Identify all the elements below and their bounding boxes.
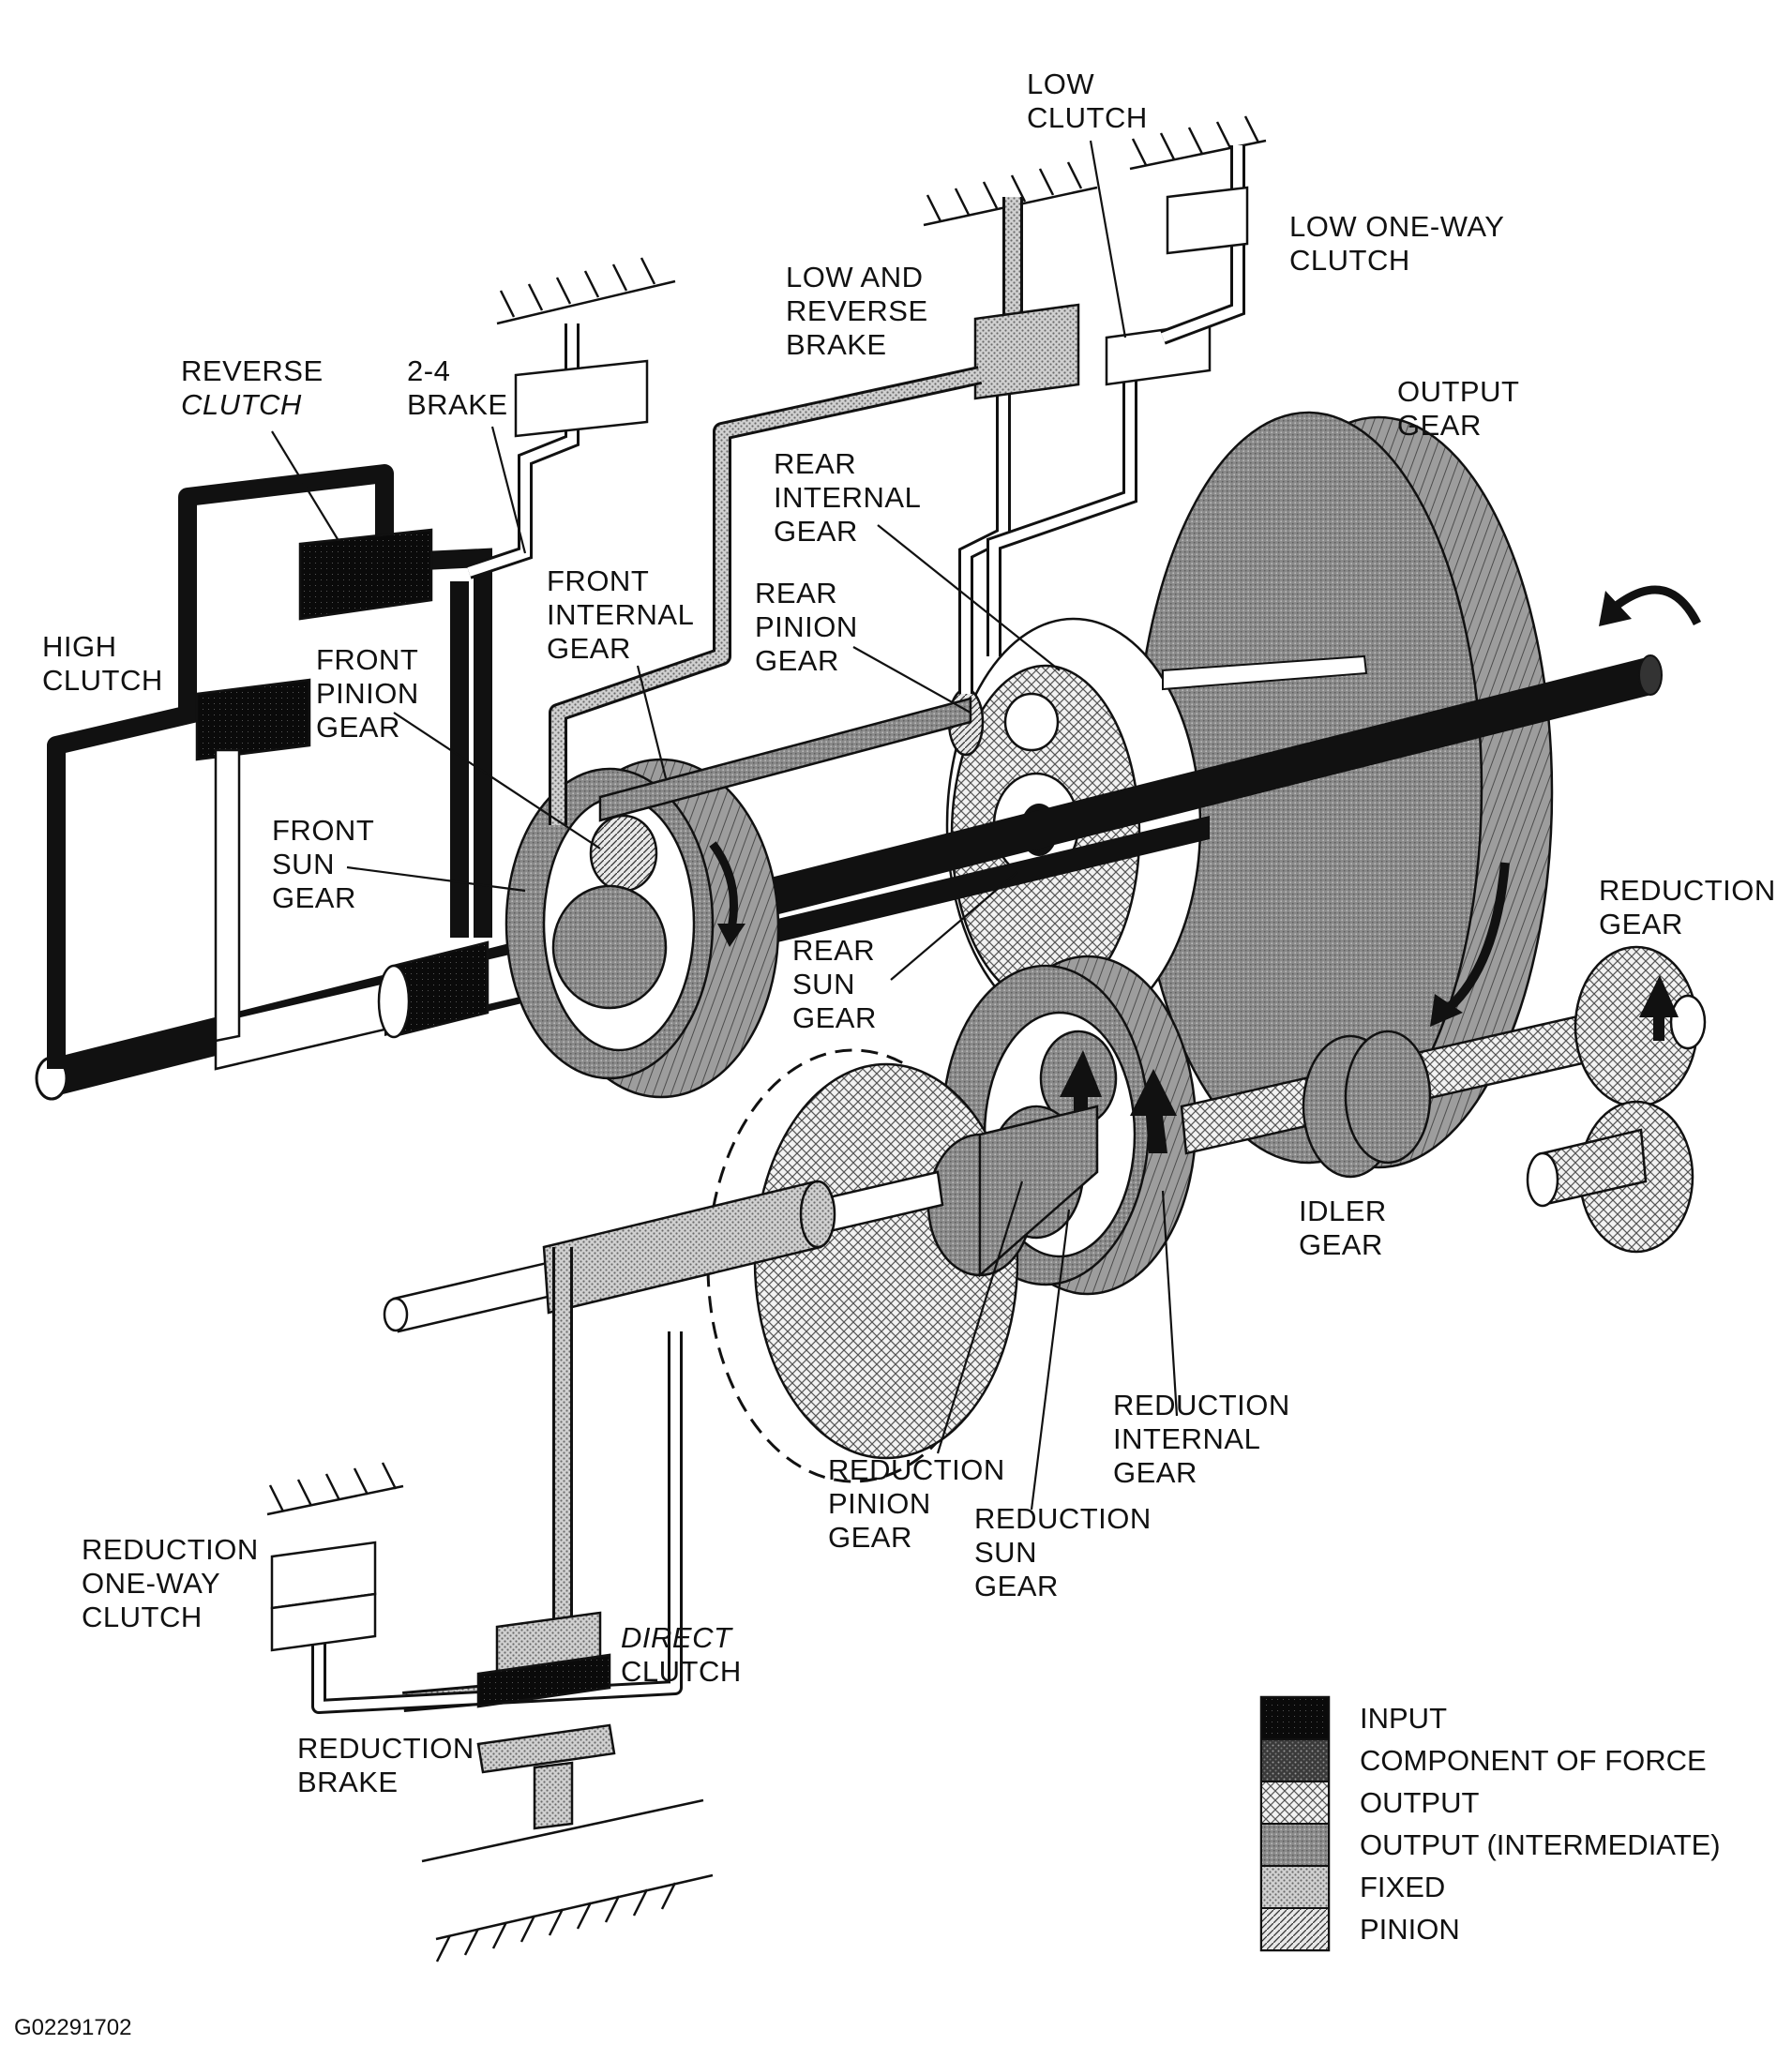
legend-label-output: OUTPUT [1360,1786,1480,1819]
legend-swatch-output [1260,1781,1330,1825]
legend-swatch-component-of-force [1260,1738,1330,1782]
lower-clutch-linkages [270,1247,683,1830]
lower-shafts [383,1170,944,1333]
label-rear-pinion-gear: REAR PINION GEAR [755,577,866,677]
legend-label-pinion: PINION [1360,1913,1460,1946]
legend: INPUT COMPONENT OF FORCE OUTPUT OUTPUT (… [1259,1695,1721,1952]
label-reduction-sun-gear: REDUCTION SUN GEAR [974,1502,1160,1602]
reduction-and-idler-gears [1180,945,1707,1254]
label-rear-internal-gear: REAR INTERNAL GEAR [774,447,928,548]
input-rotation-arrow [1599,585,1702,626]
legend-label-output-intermediate: OUTPUT (INTERMEDIATE) [1360,1828,1721,1861]
leader-lines [271,140,1179,1511]
front-planetary-set [504,697,972,1099]
label-front-sun-gear: FRONT SUN GEAR [272,814,383,914]
label-reverse-clutch: REVERSE CLUTCH [181,354,332,421]
output-gear [1133,411,1554,1169]
ground-reduction-clutch [266,1462,404,1516]
label-output-gear: OUTPUT GEAR [1397,375,1528,442]
label-reduction-pinion-gear: REDUCTION PINION GEAR [828,1453,1014,1554]
high-reverse-clutch-linkage [47,464,492,1069]
label-reduction-internal-gear: REDUCTION INTERNAL GEAR [1113,1389,1299,1489]
legend-swatch-pinion [1260,1907,1330,1951]
spur-gear [706,1048,1099,1483]
ground-low-clutch [1129,115,1267,171]
white-linkages [214,145,1249,1043]
label-rear-sun-gear: REAR SUN GEAR [792,934,883,1034]
legend-swatch-input [1260,1696,1330,1740]
ground-reduction-brake [421,1798,714,1962]
figure-code: G02291702 [14,2015,131,2040]
label-reduction-gear: REDUCTION GEAR [1599,874,1784,940]
legend-label-input: INPUT [1360,1702,1447,1735]
ground-2-4-brake [496,257,676,325]
legend-label-component-of-force: COMPONENT OF FORCE [1360,1744,1707,1777]
part-labels: LOW CLUTCH LOW ONE-WAY CLUTCH LOW AND RE… [42,68,1784,1798]
label-2-4-brake: 2-4 BRAKE [407,354,508,421]
legend-label-fixed: FIXED [1360,1871,1445,1903]
label-low-clutch: LOW CLUTCH [1027,68,1148,134]
label-low-and-reverse-brake: LOW AND REVERSE BRAKE [786,261,937,361]
label-direct-clutch: DIRECT CLUTCH [621,1621,742,1688]
label-idler-gear: IDLER GEAR [1299,1195,1395,1261]
fixed-linkages [549,197,1080,825]
label-high-clutch: HIGH CLUTCH [42,630,163,697]
legend-swatch-output-intermediate [1260,1823,1330,1867]
label-reduction-brake: REDUCTION BRAKE [297,1732,483,1798]
label-front-pinion-gear: FRONT PINION GEAR [316,643,428,744]
label-low-one-way-clutch: LOW ONE-WAY CLUTCH [1289,210,1513,277]
legend-swatch-fixed [1260,1865,1330,1909]
housing-ground-marks [266,115,1267,1962]
label-reduction-one-way-clutch: REDUCTION ONE-WAY CLUTCH [82,1533,267,1633]
label-front-internal-gear: FRONT INTERNAL GEAR [547,564,701,665]
